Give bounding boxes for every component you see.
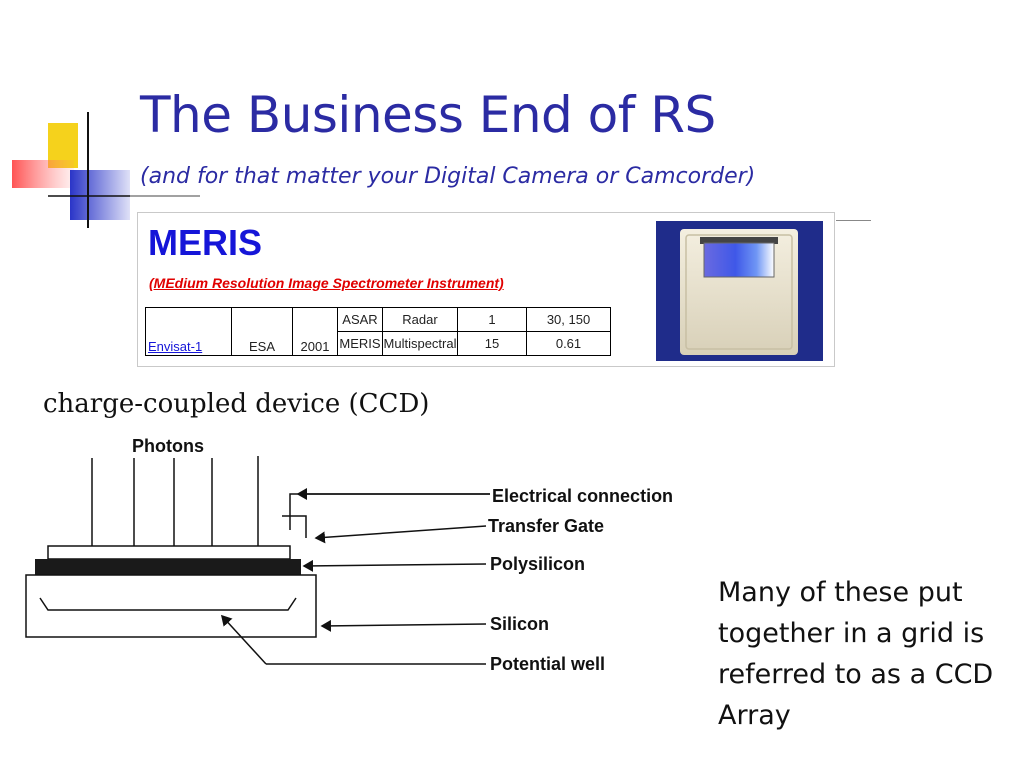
polysilicon-label: Polysilicon <box>490 554 585 574</box>
agency-cell: ESA <box>231 307 293 356</box>
table-row: MERIS Multispectral 15 0.61 <box>146 331 611 356</box>
sensor-cell: MERIS <box>337 331 383 356</box>
type-cell: Multispectral <box>382 331 458 356</box>
meris-heading: MERIS <box>148 222 263 263</box>
polysilicon-layer <box>35 559 301 575</box>
ccd-caption: charge-coupled device (CCD) <box>43 389 430 419</box>
satellite-link[interactable]: Envisat-1 <box>148 339 203 354</box>
bands-cell: 1 <box>457 307 527 332</box>
bands-cell: 15 <box>457 331 527 356</box>
meris-full-name: (MEdium Resolution Image Spectrometer In… <box>149 275 504 291</box>
slide-subtitle: (and for that matter your Digital Camera… <box>140 164 756 189</box>
year-cell: 2001 <box>292 307 338 356</box>
resolution-cell: 30, 150 <box>526 307 611 332</box>
decorative-corner-graphic <box>12 112 200 228</box>
transfer-gate-layer <box>47 545 291 560</box>
silicon-substrate <box>25 574 317 638</box>
table-row: Envisat-1 ESA 2001 ASAR Radar 1 30, 150 <box>145 307 611 356</box>
ccd-array-note: Many of these put together in a grid is … <box>718 577 994 731</box>
slide-title: The Business End of RS <box>140 86 716 144</box>
resolution-cell: 0.61 <box>526 331 611 356</box>
potential-well-shape <box>39 597 297 611</box>
transfer-gate-label: Transfer Gate <box>488 516 604 536</box>
silicon-label: Silicon <box>490 614 549 634</box>
sensor-cell: ASAR <box>337 307 383 332</box>
type-cell: Radar <box>382 307 458 332</box>
ccd-cross-section-diagram: Photons Electrical connection Transfer G… <box>25 436 673 674</box>
instrument-table: Envisat-1 ESA 2001 ASAR Radar 1 30, 150 … <box>145 307 611 356</box>
electrical-connection-label: Electrical connection <box>492 486 673 506</box>
divider-line <box>836 220 871 221</box>
photons-label: Photons <box>132 436 204 456</box>
ccd-chip-photo <box>656 221 823 361</box>
satellite-cell[interactable]: Envisat-1 <box>145 307 232 356</box>
potential-well-label: Potential well <box>490 654 605 674</box>
